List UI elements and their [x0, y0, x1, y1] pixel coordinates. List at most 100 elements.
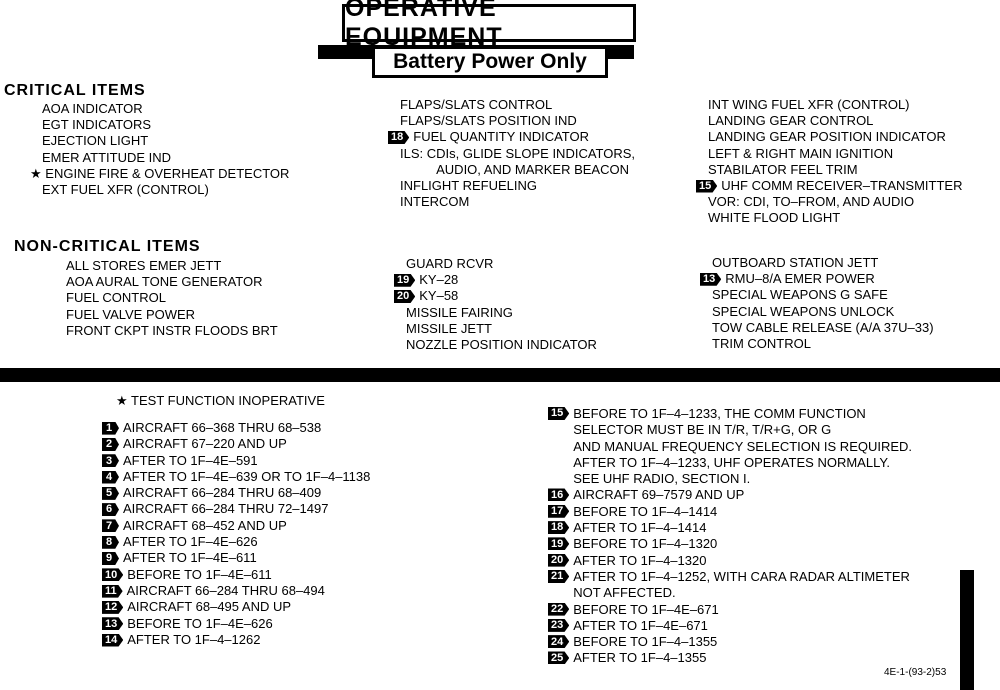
list-item: SPECIAL WEAPONS UNLOCK	[700, 304, 934, 320]
note-ref-badge: 15	[696, 179, 718, 193]
note-text: AFTER TO 1F–4E–639 OR TO 1F–4–1138	[123, 468, 371, 484]
test-function-note-text: TEST FUNCTION INOPERATIVE	[131, 393, 325, 408]
list-item: MISSILE FAIRING	[394, 305, 597, 321]
note-text-line: BEFORE TO 1F–4–1355	[573, 634, 718, 650]
note-text-block: BEFORE TO 1F–4–1320	[573, 536, 717, 552]
list-item: LEFT & RIGHT MAIN IGNITION	[696, 146, 962, 162]
note-text-block: AFTER TO 1F–4–1320	[573, 553, 706, 569]
note-text: BEFORE TO 1F–4E–626	[127, 615, 273, 631]
star-icon: ★	[116, 393, 128, 408]
note-text-line: BEFORE TO 1F–4E–671	[573, 601, 719, 617]
page-title: OPERATIVE EQUIPMENT	[342, 0, 636, 51]
note-number-badge: 10	[102, 568, 124, 582]
list-item-text: LANDING GEAR POSITION INDICATOR	[708, 129, 946, 145]
list-item: FLAPS/SLATS POSITION IND	[388, 113, 635, 129]
page-subtitle: Battery Power Only	[372, 46, 608, 78]
note-text: AIRCRAFT 68–452 AND UP	[123, 517, 287, 533]
list-item: LANDING GEAR CONTROL	[696, 113, 962, 129]
note-text-block: BEFORE TO 1F–4E–671	[573, 602, 718, 618]
note-text-line: BEFORE TO 1F–4–1320	[573, 536, 718, 552]
note-number-badge: 19	[548, 537, 570, 551]
note-ref-badge: 20	[394, 289, 416, 303]
list-item: OUTBOARD STATION JETT	[700, 255, 934, 271]
note-text: AFTER TO 1F–4E–626	[123, 534, 258, 550]
note-text-line: AFTER TO 1F–4–1252, WITH CARA RADAR ALTI…	[573, 568, 910, 584]
indent	[400, 162, 436, 178]
list-item-text: UHF COMM RECEIVER–TRANSMITTER	[721, 177, 963, 193]
note-text-block: AIRCRAFT 69–7579 AND UP	[573, 487, 744, 503]
list-item: ILS: CDIs, GLIDE SLOPE INDICATORS,	[388, 146, 635, 162]
list-item-text: EGT INDICATORS	[42, 117, 152, 133]
list-item-text: AOA INDICATOR	[42, 101, 143, 116]
list-item-text: WHITE FLOOD LIGHT	[708, 210, 841, 226]
list-item: MISSILE JETT	[394, 321, 597, 337]
list-item: ALL STORES EMER JETT	[54, 258, 278, 274]
list-item-text: SPECIAL WEAPONS G SAFE	[712, 287, 888, 303]
note-text-line: AFTER TO 1F–4–1414	[573, 520, 707, 536]
note-number-badge: 25	[548, 651, 570, 665]
note-row: 7 AIRCRAFT 68–452 AND UP	[102, 518, 370, 534]
note-text-line: BEFORE TO 1F–4–1233, THE COMM FUNCTION	[573, 406, 866, 421]
list-item: FUEL VALVE POWER	[54, 307, 278, 323]
list-item: WHITE FLOOD LIGHT	[696, 210, 962, 226]
note-row: 9 AFTER TO 1F–4E–611	[102, 550, 370, 566]
non-critical-items-heading: NON-CRITICAL ITEMS	[14, 238, 201, 255]
list-item-text: ILS: CDIs, GLIDE SLOPE INDICATORS,	[400, 145, 636, 161]
list-item-text: KY–58	[419, 288, 459, 304]
note-number-badge: 9	[102, 552, 119, 566]
list-item-text: SPECIAL WEAPONS UNLOCK	[712, 303, 895, 319]
list-item-text: LEFT & RIGHT MAIN IGNITION	[708, 145, 894, 161]
note-number-badge: 18	[548, 521, 570, 535]
note-number-badge: 3	[102, 454, 119, 468]
section-divider	[0, 368, 1000, 382]
list-item-text: MISSILE FAIRING	[406, 304, 513, 320]
list-item-text: GUARD RCVR	[406, 256, 494, 271]
note-number-badge: 7	[102, 519, 119, 533]
note-number-badge: 12	[102, 600, 124, 614]
list-item-text: OUTBOARD STATION JETT	[712, 255, 879, 270]
list-item-text: FUEL CONTROL	[66, 290, 166, 306]
list-item: AUDIO, AND MARKER BEACON	[388, 162, 635, 178]
note-ref-badge: 18	[388, 130, 410, 144]
note-text-block: BEFORE TO 1F–4–1414	[573, 504, 717, 520]
list-item: EMER ATTITUDE IND	[30, 150, 289, 166]
note-number-badge: 15	[548, 407, 570, 420]
note-text-line: NOT AFFECTED.	[573, 585, 676, 601]
note-text-line: AFTER TO 1F–4–1355	[573, 650, 707, 666]
note-number-badge: 21	[548, 569, 570, 583]
list-item-text: FRONT CKPT INSTR FLOODS BRT	[66, 322, 278, 338]
list-item: GUARD RCVR	[394, 256, 597, 272]
list-item: FLAPS/SLATS CONTROL	[388, 97, 635, 113]
star-icon: ★	[30, 165, 42, 181]
list-item: EGT INDICATORS	[30, 117, 289, 133]
note-text-line: BEFORE TO 1F–4–1414	[573, 503, 718, 519]
note-text: AFTER TO 1F–4E–611	[123, 550, 257, 566]
list-item: LANDING GEAR POSITION INDICATOR	[696, 129, 962, 145]
note-number-badge: 8	[102, 535, 119, 549]
list-item-text: ENGINE FIRE & OVERHEAT DETECTOR	[45, 165, 290, 181]
note-text-block: AFTER TO 1F–4E–671	[573, 618, 708, 634]
list-item: AOA AURAL TONE GENERATOR	[54, 274, 278, 290]
note-number-badge: 13	[102, 617, 124, 631]
list-item: INTERCOM	[388, 194, 635, 210]
list-item-text: TOW CABLE RELEASE (A/A 37U–33)	[712, 319, 934, 335]
